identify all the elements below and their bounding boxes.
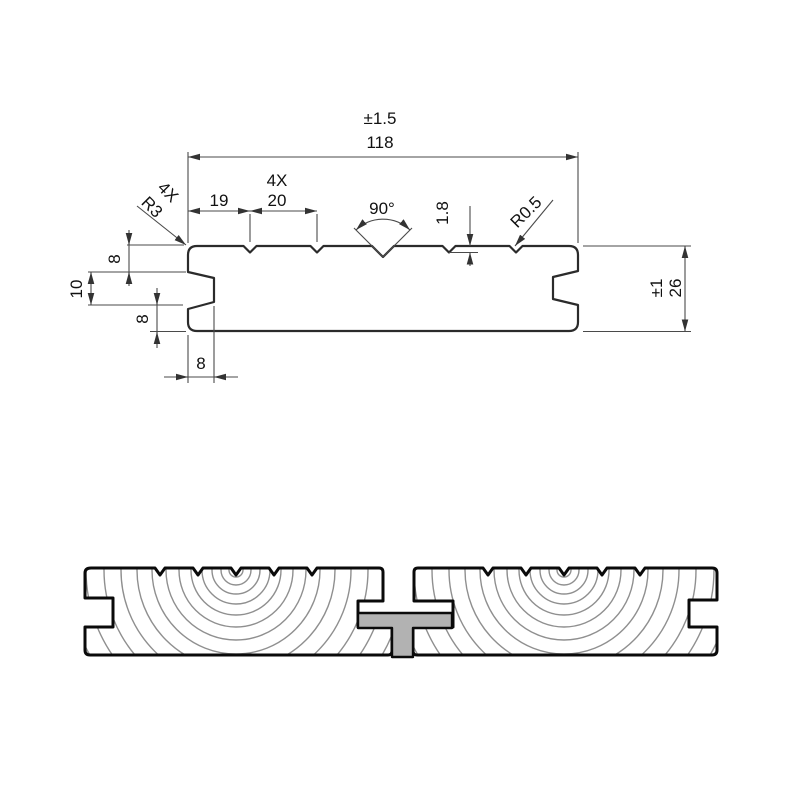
- dim-text-edge-bottom: 8: [133, 314, 152, 323]
- dim-text-width: 118: [366, 133, 393, 152]
- dim-vee-angle: 90°: [353, 199, 413, 258]
- dim-text-width-tolerance: ±1.5: [364, 109, 397, 128]
- dim-overall-height: ±1 26: [583, 245, 691, 333]
- dim-groove-depth: 1.8: [433, 201, 478, 266]
- dim-text-groove-radius: R0.5: [507, 193, 546, 232]
- dim-text-vee-angle: 90°: [369, 199, 395, 218]
- dim-text-edge-top: 8: [105, 254, 124, 263]
- profile-outline: [186, 244, 580, 333]
- dim-text-height-tolerance: ±1: [647, 279, 666, 298]
- dim-text-height: 26: [666, 279, 685, 298]
- dim-text-pitch: 20: [268, 191, 287, 210]
- cross-section-drawing: ±1.5 118 19 4X 20 90° 1.8: [67, 109, 691, 383]
- deck-board-right: [411, 566, 719, 657]
- t-clip: [356, 611, 454, 659]
- dim-groove-radius: R0.5: [507, 193, 554, 247]
- dim-text-notch-depth: 8: [196, 354, 205, 373]
- dim-groove-pitch: 19 4X 20: [188, 171, 318, 242]
- dim-text-edge-notch-height: 10: [67, 280, 86, 299]
- dim-text-groove-depth: 1.8: [433, 201, 452, 225]
- dim-notch-depth: 8: [164, 306, 238, 383]
- dim-text-groove-offset: 19: [210, 191, 229, 210]
- dim-text-pitch-count: 4X: [267, 171, 288, 190]
- dim-corner-radius: 4X R3: [136, 178, 187, 246]
- dim-overall-width: ±1.5 118: [187, 109, 579, 243]
- dim-left-profile: 8 10 8: [67, 230, 186, 348]
